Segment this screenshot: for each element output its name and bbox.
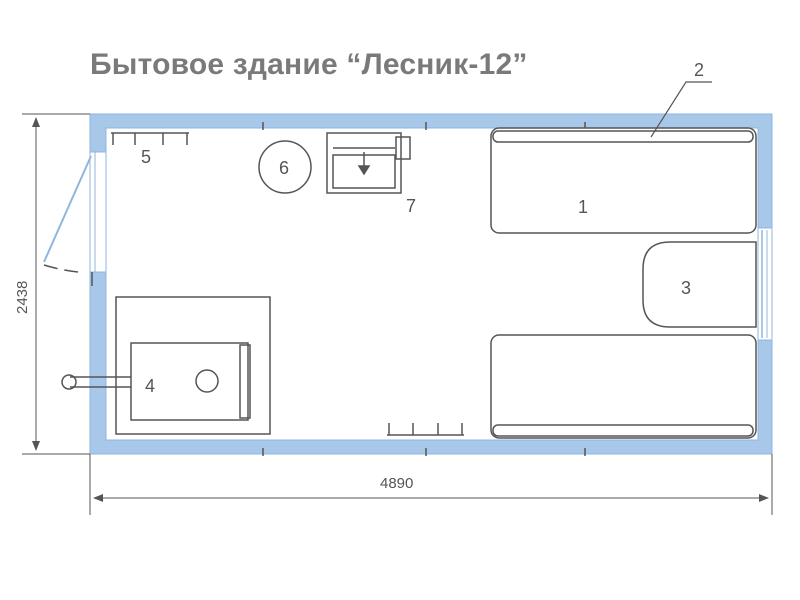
- coat-hanger: [111, 132, 189, 145]
- label-table: 3: [681, 278, 691, 298]
- shelf-leader: [650, 81, 712, 138]
- label-water-tank: 6: [279, 158, 289, 178]
- water-tank: [258, 140, 312, 194]
- bed-lower: [490, 334, 757, 439]
- table: [642, 241, 757, 328]
- bottom-hanger: [387, 423, 464, 436]
- label-bed-upper: 1: [578, 197, 588, 217]
- label-hanger: 5: [141, 147, 151, 167]
- window: [757, 227, 773, 341]
- washbasin: [326, 132, 411, 194]
- width-dimension-label: 4890: [380, 475, 413, 492]
- label-stove: 4: [145, 376, 155, 396]
- height-dimension-label: 2438: [14, 281, 31, 314]
- height-dimension: [22, 113, 90, 455]
- label-sink: 7: [406, 196, 416, 216]
- bed-upper: [490, 127, 757, 234]
- door: [43, 151, 107, 286]
- page-title: Бытовое здание “Лесник-12”: [90, 48, 528, 81]
- label-shelf: 2: [694, 60, 704, 80]
- wall-ticks: [262, 122, 586, 456]
- stove: [61, 296, 271, 435]
- width-dimension: [89, 454, 773, 515]
